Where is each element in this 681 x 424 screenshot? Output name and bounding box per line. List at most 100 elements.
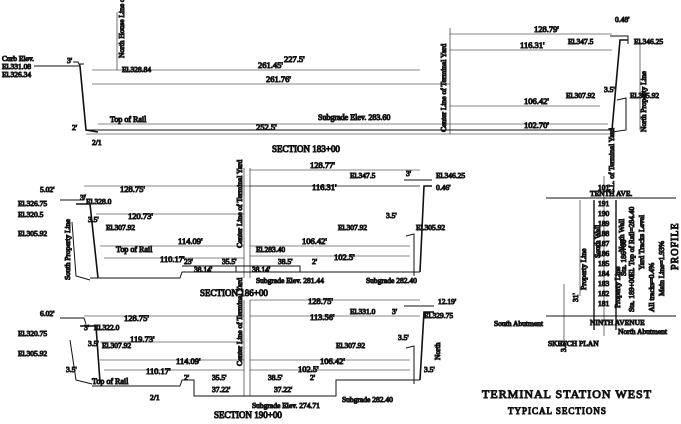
sta-186: Sta. 186+00 [619,239,628,276]
section-186 [60,168,432,281]
dim-3-190-left: 3' [84,323,90,332]
profile-label: PROFILE [670,222,681,270]
el-326-75-186: El.326.75 [18,199,47,208]
top-of-rail-183: Top of Rail [110,115,147,124]
left-slope-190 [80,325,101,383]
el-307-92-190-left: El.307.92 [102,341,131,350]
bottom-190 [92,379,420,397]
section-190 [60,299,434,397]
el-346-25-186: El.346.25 [436,171,465,180]
dim-110-17-190-label: 110.17' [146,366,171,376]
drawing-subtitle: TYPICAL SECTIONS [508,406,607,416]
center-line-183-label: Center Line of Terminal Yard [439,43,448,132]
sta-189: Sta. 189+00 [627,275,636,312]
dim-106-42-label: 106.42' [524,96,549,106]
station-label: 182 [598,289,610,298]
dim-106-42-190-label: 106.42' [320,356,345,366]
dim-6-02: 6.02' [40,309,55,318]
all-tracks-grade: All tracks=0.4% [647,263,656,312]
yard-tracks-level: Yard Tracks Level [637,215,646,270]
left-slope-186 [76,203,99,279]
el-307-92-186-left: El.307.92 [106,223,135,232]
dim-3-5-190-right: 3.5' [398,333,409,342]
el-328-84: El.328.84 [122,65,151,74]
right-slope [611,39,628,131]
el-329-75-190: El.329.75 [424,311,453,320]
el-307-92-186-right: El.307.92 [338,223,367,232]
el-326-34: El.326.34 [2,70,31,79]
property-line-label: Property Line [579,248,588,290]
dim-114-09-186-label: 114.09' [178,236,203,246]
el-347-5-186: El.347.5 [350,171,376,180]
el-347-5-183: El.347.5 [568,37,594,46]
station-label: 181 [598,299,610,308]
center-line-190-label: Center Line of Terminal Yard [235,277,244,366]
main-line-grade: Main Line=1.93% [657,241,666,296]
ratio-190: 2/1 [150,393,160,402]
right-slope-186 [419,185,432,273]
cl-terminal-yard: C.L. of Terminal Yard [607,128,616,194]
el-331-08: El.331.08 [2,62,31,71]
dim-128-75-186-label: 128.75' [120,184,145,194]
right-slope-190 [419,311,434,381]
subgrade-274-71: Subgrade Elev. 274.71 [252,401,320,410]
el-305-92-183: El.305.92 [630,91,659,100]
dim-102-5-186-label: 102.5' [334,252,355,262]
dim-35-5-190: 35.5' [212,373,227,382]
dim-116-31-label: 116.31' [520,40,545,50]
track-bed-186-b [236,265,336,273]
station-label: 185 [598,259,610,268]
el-307-92-190-right: El.307.92 [336,341,365,350]
dim-38-14b-186: 38.14' [252,265,271,274]
dim-227-5-label: 227.5' [284,54,305,64]
dim-3-186-right: 3' [406,169,412,178]
dim-252-5-label: 252.5' [256,122,277,132]
el-top-of-rail: El. Top of Rail=284.40 [627,207,636,276]
dim-3-5-190-bottom-left: 3.5' [66,365,77,374]
el-305-92-186-right: El.305.92 [416,223,445,232]
north-wall-label: North Wall [617,219,626,252]
station-label: 183 [598,279,610,288]
right-retaining-wall [611,97,627,133]
dim-38-5-186: 38.5' [278,257,293,266]
el-320-5-186: El.320.5 [18,210,44,219]
south-wall-label: South Wall [593,225,602,258]
el-328-0-186: El.328.0 [86,197,112,206]
subgrade-282-40-186: Subgrade 282.40 [366,276,417,285]
station-label: 189 [598,219,610,228]
dim-110-17-186-label: 110.17' [160,254,185,264]
section-183 [34,12,641,135]
dim-128-75-190-label: 128.75' [124,313,149,323]
dim-37-22a-190: 37.22' [212,385,231,394]
el-283-40-186: El.283.40 [256,245,285,254]
dim-128-75-190-right-label: 128.75' [308,296,333,306]
dim-3-186-left: 3' [80,193,86,202]
dim-3-5-183: 3.5' [604,85,615,94]
section-183-caption: SECTION 183+00 [272,144,340,154]
left-curb-190 [60,317,87,325]
dim-116-31-186-label: 116.31' [312,182,337,192]
el-307-92-183: El.307.92 [566,91,595,100]
left-curb-186 [60,193,87,201]
dim-3-183: 3' [67,56,73,65]
dim-102-70-label: 102.70' [524,120,549,130]
dim-38-14a-186: 38.14' [194,265,213,274]
dim-261-45-label: 261.45' [258,60,283,70]
subgrade-281-44: Subgrade Elev. 281.44 [256,276,324,285]
dim-3-5-190-left: 3.5' [88,339,99,348]
curb-elev-label: Curb Elev. [2,54,34,63]
station-label: 184 [598,269,610,278]
dim-261-76-label: 261.76' [266,74,291,84]
dim-2a-190: 2' [184,373,190,382]
dim-102-5-190-label: 102.5' [298,364,319,374]
dim-5-02: 5.02' [40,185,55,194]
north-house-line-label: North House Line of 31st. Street [117,0,126,58]
tenth-ave-label: TENTH AVE. [590,189,632,198]
dim-31-sketch: 31' [571,293,580,303]
dim-3-190-right: 3' [392,307,398,316]
dim-3-5-186-right: 3.5' [386,211,397,220]
station-label: 186 [598,249,610,258]
south-abutment: South Abutment [494,319,544,328]
